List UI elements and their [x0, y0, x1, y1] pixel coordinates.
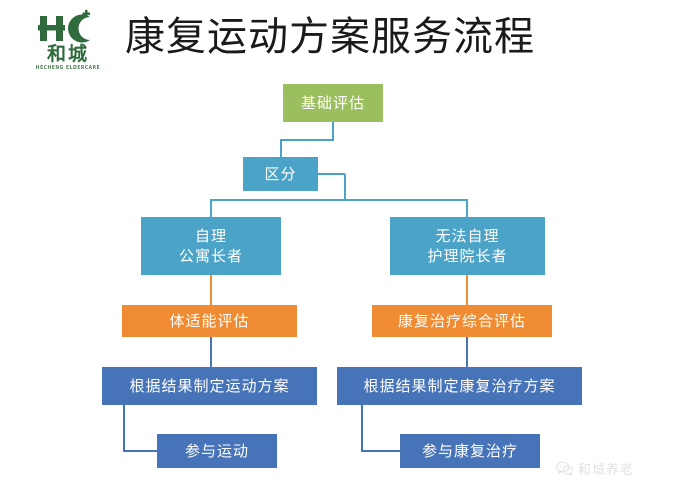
hc-plus-logo-icon [38, 10, 90, 43]
edge-base-to-classify [280, 122, 334, 157]
node-join-rehab[interactable]: 参与康复治疗 [400, 434, 540, 468]
node-label: 参与康复治疗 [421, 442, 518, 460]
node-label: 康复治疗综合评估 [397, 312, 526, 330]
node-label: 体适能评估 [169, 312, 250, 330]
watermark-text: 和城养老 [578, 463, 635, 478]
node-rehab-plan[interactable]: 根据结果制定康复治疗方案 [337, 367, 582, 405]
node-sublabel: 护理院长者 [427, 247, 508, 265]
node-base-assessment[interactable]: 基础评估 [283, 84, 383, 122]
node-label: 参与运动 [184, 442, 249, 460]
watermark: 和城养老 [556, 459, 634, 478]
edge-rehab-plan-to-join-rehab [361, 405, 400, 452]
node-exercise-plan[interactable]: 根据结果制定运动方案 [102, 367, 317, 405]
node-label: 根据结果制定运动方案 [129, 377, 290, 395]
page-title: 康复运动方案服务流程 [125, 14, 535, 60]
node-self-care[interactable]: 自理 公寓长者 [141, 217, 281, 275]
wechat-icon [556, 461, 574, 476]
edge-classify-to-non-self-care [344, 174, 468, 217]
edge-exercise-plan-to-join-exercise [123, 405, 157, 452]
node-classify[interactable]: 区分 [243, 157, 318, 191]
brand-name-en: HECHENG ELDERCARE [35, 65, 101, 72]
node-fitness-assessment[interactable]: 体适能评估 [122, 305, 297, 337]
node-rehab-assessment[interactable]: 康复治疗综合评估 [372, 305, 552, 337]
node-non-self-care[interactable]: 无法自理 护理院长者 [390, 217, 545, 275]
node-label: 区分 [264, 165, 297, 183]
node-label: 无法自理 [435, 227, 500, 245]
node-label: 基础评估 [300, 94, 365, 112]
node-sublabel: 公寓长者 [178, 247, 243, 265]
brand-name-cn: 和城 [46, 43, 89, 65]
node-label: 根据结果制定康复治疗方案 [363, 377, 556, 395]
brand-logo: 和城 HECHENG ELDERCARE [30, 8, 106, 80]
node-join-exercise[interactable]: 参与运动 [157, 434, 277, 468]
node-label: 自理 [194, 227, 227, 245]
